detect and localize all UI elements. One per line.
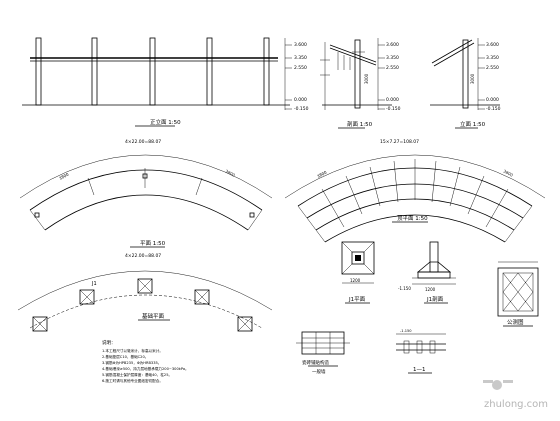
section-left-dims xyxy=(320,42,330,110)
plan-left-radius-b: 3800 xyxy=(225,168,237,177)
foundation-plan: 4×22.00=88.07 J1 基础平面 xyxy=(17,253,273,332)
design-notes: 说明： 1.本工程尺寸以毫米计，标高以米计。 2.基础垫层C10，基础C20。 … xyxy=(102,339,189,383)
footing-j1-b xyxy=(79,289,95,305)
notes-heading: 说明： xyxy=(102,339,116,346)
side-level-1: 3.600 xyxy=(486,42,499,48)
footing-plan-width: 1200 xyxy=(350,278,361,283)
plan-left: 4×22.00=88.07 3800 3800 平面 1:50 xyxy=(19,139,273,248)
front-elevation-title: 正立面 1:50 xyxy=(150,118,181,126)
tile-detail-title: 瓷砖铺贴构造 xyxy=(302,359,329,366)
gable-detail: 公测图 xyxy=(497,261,539,327)
watermark-text: zhulong.com xyxy=(484,399,548,410)
plan-left-top-dim: 4×22.00=88.07 xyxy=(125,139,161,145)
footing-j1-d xyxy=(194,289,210,305)
section-1-1-title: 1—1 xyxy=(413,367,426,373)
section-1-1: -1.150 1—1 xyxy=(396,329,446,374)
plan-left-title: 平面 1:50 xyxy=(140,240,166,247)
footing-j1-e xyxy=(237,316,253,332)
footing-section-detail: 1200 -1.150 J1剖面 xyxy=(398,241,456,304)
side-dims: 3.600 3.350 2.550 0.000 -0.150 3000 xyxy=(470,38,501,112)
side-level-3: 2.550 xyxy=(486,65,499,71)
section-level-1: 3.600 xyxy=(386,42,399,48)
note-3: 3.钢筋Φ为HPB235，Φ为HRB335。 xyxy=(102,360,161,365)
plan-right-radius-b: 3800 xyxy=(503,168,515,177)
front-columns xyxy=(35,37,270,106)
gable-detail-title: 公测图 xyxy=(507,318,524,326)
plan-right-radius-a: 3800 xyxy=(316,169,328,178)
section-title: 剖面 1:50 xyxy=(347,120,373,128)
section-level-2: 3.350 xyxy=(386,55,399,61)
front-level-marks: 3.600 3.350 2.550 0.000 -0.150 xyxy=(284,38,309,112)
plan-left-radius-a: 3800 xyxy=(58,171,70,180)
plan-right-top-dim: 15×7.27=108.07 xyxy=(380,139,419,145)
footing-tag: J1 xyxy=(91,281,97,287)
section-level-4: 0.000 xyxy=(386,97,399,103)
section-height-dim: 3000 xyxy=(364,73,369,84)
plan-right-title: 顶平面 1:50 xyxy=(397,215,428,222)
footing-section-width: 1200 xyxy=(425,287,436,292)
footing-j1-a xyxy=(32,316,48,332)
roof-rafters xyxy=(297,159,533,243)
front-level-1: 3.600 xyxy=(294,42,307,48)
front-level-2: 3.350 xyxy=(294,55,307,61)
side-elevation: 3.600 3.350 2.550 0.000 -0.150 3000 立面 1… xyxy=(430,38,501,129)
section-view: 3.600 3.350 2.550 0.000 -0.150 3000 剖面 1… xyxy=(320,38,401,129)
side-level-2: 3.350 xyxy=(486,55,499,61)
plan-right: 15×7.27=108.07 3800 3800 顶平面 1:50 xyxy=(284,139,546,243)
side-level-5: -0.150 xyxy=(486,106,501,112)
zhulong-watermark: zhulong.com xyxy=(483,380,548,410)
front-elevation: 3.600 3.350 2.550 0.000 -0.150 正立面 1:50 xyxy=(22,37,309,127)
note-4: 4.基础埋深≥500，持力层地基承载力200~300kPa。 xyxy=(102,366,189,371)
front-level-4: 0.000 xyxy=(294,97,307,103)
side-level-4: 0.000 xyxy=(486,97,499,103)
section-level-3: 2.550 xyxy=(386,65,399,71)
note-2: 2.基础垫层C10，基础C20。 xyxy=(102,354,148,359)
note-5: 5.钢筋混凝土保护层厚度：基础40，柱25。 xyxy=(102,372,172,377)
footing-section-title: J1剖面 xyxy=(426,295,444,303)
watermark-logo-icon xyxy=(483,380,513,390)
side-elevation-title: 立面 1:50 xyxy=(460,120,486,128)
note-1: 1.本工程尺寸以毫米计，标高以米计。 xyxy=(102,348,163,353)
note-6: 6.施工时请与其他专业图纸密切配合。 xyxy=(102,378,163,383)
foundation-top-dim: 4×22.00=88.07 xyxy=(125,253,161,259)
front-level-3: 2.550 xyxy=(294,65,307,71)
tile-detail: 瓷砖铺贴构造 一般墙 xyxy=(296,331,350,375)
tile-detail-sub: 一般墙 xyxy=(312,368,326,375)
front-level-5: -0.150 xyxy=(294,106,309,112)
footing-plan-title: J1平面 xyxy=(348,296,366,303)
footing-section-elev: -1.150 xyxy=(398,286,411,291)
footing-plan-detail: 1200 J1平面 xyxy=(341,241,375,304)
foundation-plan-title: 基础平面 xyxy=(142,312,165,320)
section-1-1-elev: -1.150 xyxy=(400,329,412,333)
footing-j1-c xyxy=(137,278,153,294)
section-right-dims: 3.600 3.350 2.550 0.000 -0.150 3000 xyxy=(364,38,401,112)
side-height-dim: 3000 xyxy=(470,73,475,84)
section-level-5: -0.150 xyxy=(386,106,401,112)
